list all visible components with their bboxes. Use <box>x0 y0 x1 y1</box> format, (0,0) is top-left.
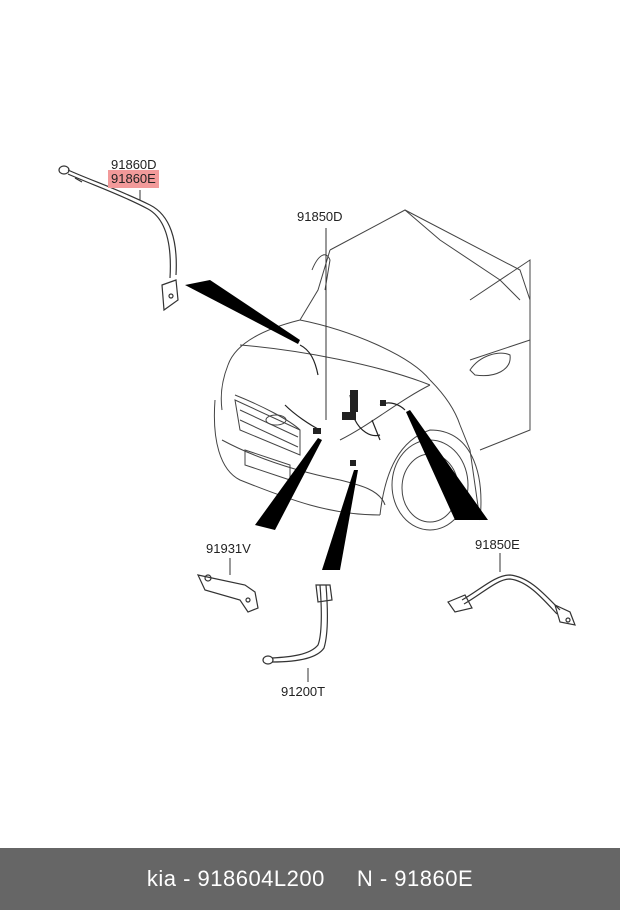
part-label-91860D: 91860D <box>111 157 157 172</box>
part-label-91931V: 91931V <box>206 541 251 556</box>
wiring-diagram <box>58 165 576 682</box>
cable-91850E <box>447 574 576 626</box>
footer-bar: kia - 918604L200 N - 91860E <box>0 848 620 910</box>
cable-upper-left <box>58 165 179 312</box>
harness-connectors <box>313 390 386 466</box>
footer-part-number: kia - 918604L200 <box>146 866 325 891</box>
part-label-91200T: 91200T <box>281 684 326 699</box>
footer-note: N - 91860E <box>356 866 474 891</box>
callout-pointers <box>185 280 488 570</box>
leader-lines <box>139 190 501 682</box>
cable-91200T <box>262 584 333 665</box>
part-label-91850E: 91850E <box>475 537 520 552</box>
part-label-91850D: 91850D <box>297 209 343 224</box>
bracket-91931V <box>196 574 259 613</box>
car-outline <box>213 209 531 531</box>
part-label-91860E-highlight: 91860E <box>108 170 159 188</box>
engine-harness <box>284 344 406 441</box>
